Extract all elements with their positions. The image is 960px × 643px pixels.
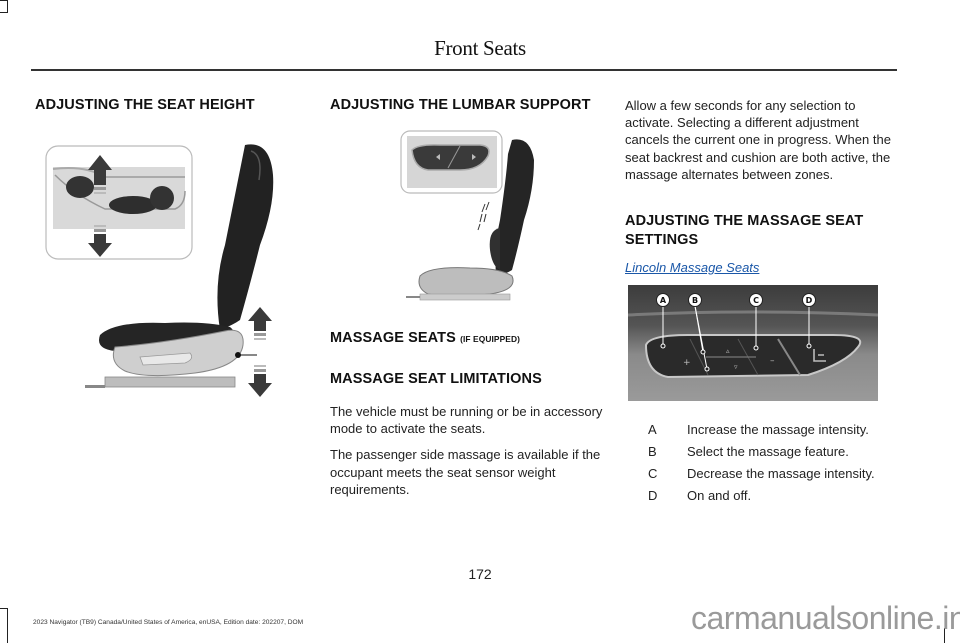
section-heading-massage-settings: ADJUSTING THE MASSAGE SEAT SETTINGS xyxy=(625,213,864,248)
plus-glyph: + xyxy=(683,358,691,368)
watermark: carmanualsonline.info xyxy=(691,600,960,636)
callout-c-label: C xyxy=(753,296,759,305)
callout-d-label: D xyxy=(806,296,813,305)
callout-c: C xyxy=(749,293,763,307)
section-heading-seat-height: ADJUSTING THE SEAT HEIGHT xyxy=(35,97,255,113)
crop-mark xyxy=(0,608,8,609)
legend-key: B xyxy=(648,443,657,459)
edition-footer: 2023 Navigator (TB9) Canada/United State… xyxy=(33,619,304,626)
up-glyph: ▵ xyxy=(726,347,730,355)
column-lumbar-massage: ADJUSTING THE LUMBAR SUPPORT xyxy=(330,96,605,115)
massage-seats-title: MASSAGE SEATS xyxy=(330,330,456,346)
crop-mark xyxy=(7,0,8,13)
column-massage-settings-intro: Allow a few seconds for any selection to… xyxy=(625,97,900,183)
column-seat-height: ADJUSTING THE SEAT HEIGHT xyxy=(35,96,305,115)
crop-mark xyxy=(7,608,8,643)
header-divider xyxy=(31,69,897,71)
column-massage-settings-link: Lincoln Massage Seats xyxy=(625,259,900,277)
legend-key: D xyxy=(648,487,658,503)
legend-row: A Increase the massage intensity. xyxy=(625,418,915,440)
seat-massage-icon xyxy=(813,349,826,362)
legend-row: C Decrease the massage intensity. xyxy=(625,462,915,484)
lumbar-support-diagram-icon xyxy=(400,130,545,305)
page-number: 172 xyxy=(468,566,492,582)
section-heading-lumbar-support: ADJUSTING THE LUMBAR SUPPORT xyxy=(330,97,591,113)
down-glyph: ▿ xyxy=(734,363,738,371)
legend-text: Select the massage feature. xyxy=(687,443,849,459)
callout-d: D xyxy=(802,293,816,307)
section-heading-massage-limitations: MASSAGE SEAT LIMITATIONS xyxy=(330,371,542,387)
seat-height-diagram-icon xyxy=(45,135,285,405)
crop-mark xyxy=(944,628,945,643)
legend-row: B Select the massage feature. xyxy=(625,440,915,462)
legend-key: C xyxy=(648,465,658,481)
lincoln-massage-seats-link[interactable]: Lincoln Massage Seats xyxy=(625,260,760,275)
legend-text: Increase the massage intensity. xyxy=(687,421,869,437)
minus-glyph: – xyxy=(770,356,775,366)
if-equipped-note: (IF EQUIPPED) xyxy=(460,334,520,344)
callout-a-label: A xyxy=(660,296,667,305)
massage-controls-diagram-icon: + ▵ ▿ – A B C D xyxy=(627,285,879,401)
callout-legend: A Increase the massage intensity. B Sele… xyxy=(625,418,915,506)
paragraph-running-requirement: The vehicle must be running or be in acc… xyxy=(330,404,603,437)
crop-mark xyxy=(0,0,7,1)
massage-seats-section: MASSAGE SEATS (IF EQUIPPED) MASSAGE SEAT… xyxy=(330,329,608,498)
column-massage-settings-heading: ADJUSTING THE MASSAGE SEAT SETTINGS xyxy=(625,212,900,250)
paragraph-passenger-weight: The passenger side massage is available … xyxy=(330,447,601,497)
callout-b: B xyxy=(688,293,702,307)
paragraph-selection-delay: Allow a few seconds for any selection to… xyxy=(625,98,891,182)
legend-text: Decrease the massage intensity. xyxy=(687,465,875,481)
legend-row: D On and off. xyxy=(625,484,915,506)
page-title: Front Seats xyxy=(434,36,526,60)
legend-text: On and off. xyxy=(687,487,752,503)
legend-key: A xyxy=(648,421,657,437)
callout-b-label: B xyxy=(692,296,698,305)
section-heading-massage-seats: MASSAGE SEATS (IF EQUIPPED) xyxy=(330,329,608,349)
crop-mark xyxy=(0,12,8,13)
callout-a: A xyxy=(656,293,670,307)
